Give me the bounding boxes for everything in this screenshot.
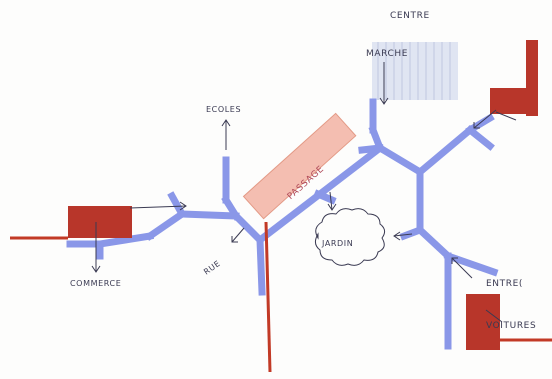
arrows [91, 62, 517, 323]
label-rue: RUE [202, 259, 222, 277]
arrow-head [179, 201, 187, 211]
label-ecoles: ECOLES [206, 105, 241, 114]
path-segment [443, 251, 499, 277]
path-segment [465, 113, 495, 135]
path-segment [231, 211, 265, 245]
arrow-head [473, 122, 480, 129]
arrow-head [91, 265, 101, 273]
label-jardin: JARDIN [321, 239, 353, 248]
path-segment [313, 189, 337, 205]
market-area [372, 42, 458, 100]
roads [10, 221, 552, 373]
label-centre: CENTRE [390, 11, 430, 21]
path-segment [375, 143, 425, 177]
path-segment [95, 231, 155, 249]
arrow-entree [451, 257, 473, 279]
arrow-commerce-east [129, 205, 187, 209]
upper-right-building-wing [526, 40, 538, 116]
path-segment [465, 125, 495, 151]
label-entree: ENTRE( [486, 279, 523, 289]
path-segment [145, 209, 187, 241]
circulation-paths [66, 98, 499, 350]
path-segment [415, 225, 453, 261]
road-south [264, 221, 272, 373]
path-segment [256, 236, 266, 296]
arrow-upper-right [473, 109, 497, 129]
arrow-head [327, 203, 337, 211]
arrow-head [221, 119, 231, 127]
garden-cloud [314, 208, 386, 266]
arrow-head [393, 231, 401, 241]
arrow-head [379, 97, 389, 105]
label-marche: MARCHE [366, 49, 408, 59]
arrow-passage [329, 191, 333, 211]
voitures-building [466, 294, 500, 350]
path-segment [167, 191, 187, 219]
arrow-voitures [485, 309, 503, 323]
arrow-jardin [393, 233, 413, 237]
arrow-rue [231, 227, 245, 243]
label-commerce: COMMERCE [70, 279, 121, 288]
label-voitures: VOITURES [486, 321, 536, 331]
arrow-head [231, 236, 238, 243]
commerce-building [68, 206, 132, 238]
path-segment [178, 210, 240, 220]
passage-zone [242, 112, 357, 220]
arrow-head [451, 257, 458, 264]
arrow-building [495, 111, 517, 121]
upper-right-building [490, 88, 528, 114]
path-segment [415, 125, 475, 177]
